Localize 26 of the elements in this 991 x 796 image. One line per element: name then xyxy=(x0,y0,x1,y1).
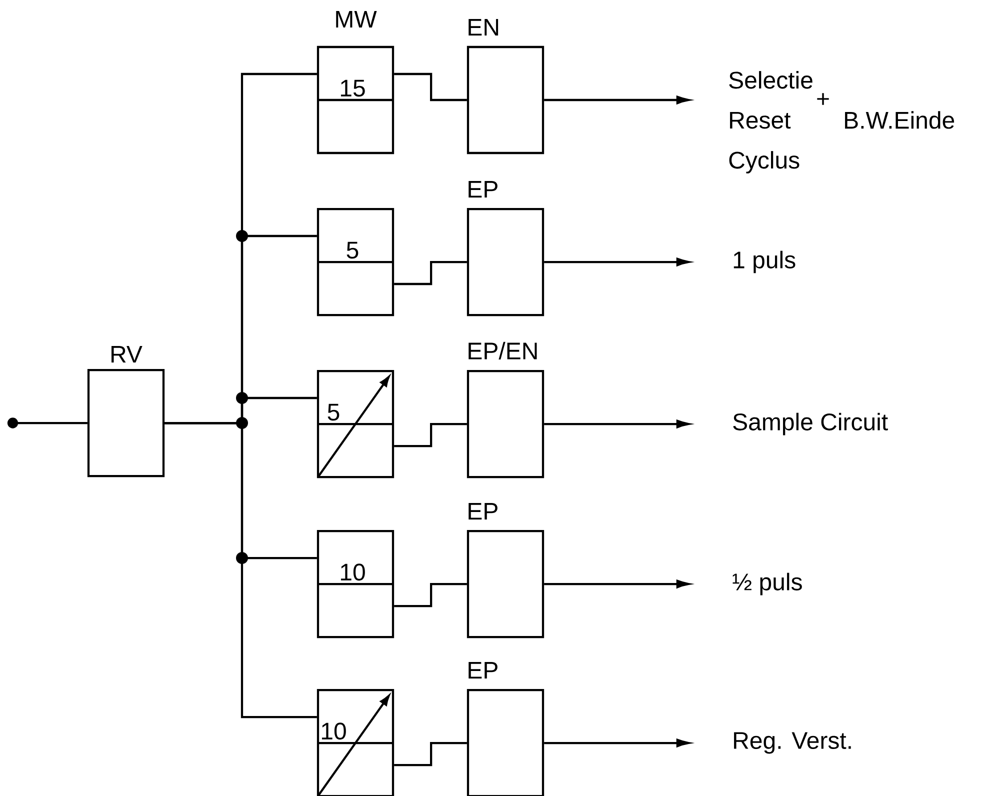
connector xyxy=(394,422,467,448)
connector xyxy=(164,422,317,718)
block-box: 10 xyxy=(316,688,394,796)
output-label: Selectie Reset Cyclus xyxy=(729,71,812,174)
connector xyxy=(7,418,88,428)
output-label: Sample Circuit xyxy=(733,412,888,436)
side-label: B.W.Einde xyxy=(845,111,954,129)
output-label: ½ puls xyxy=(732,572,802,596)
block-box: 10 xyxy=(316,530,394,638)
connector xyxy=(394,742,467,766)
block-label: EP xyxy=(468,662,498,679)
block-label: EP xyxy=(468,503,498,520)
block-label: EP/EN xyxy=(468,342,537,360)
block-label: RV xyxy=(112,346,142,363)
block-box: 5 xyxy=(316,370,394,478)
block-box: 5 xyxy=(316,208,394,316)
block-label: EP xyxy=(468,181,498,198)
connector xyxy=(394,582,467,608)
connector xyxy=(394,72,467,102)
plus-sign: + xyxy=(817,93,829,105)
block-box: 15 xyxy=(316,46,394,154)
block-label: EN xyxy=(468,19,498,36)
output-label: Reg. Verst. xyxy=(734,732,851,754)
block-label: MW xyxy=(336,11,377,28)
output-label: 1 puls xyxy=(734,250,796,274)
connector xyxy=(394,260,467,286)
